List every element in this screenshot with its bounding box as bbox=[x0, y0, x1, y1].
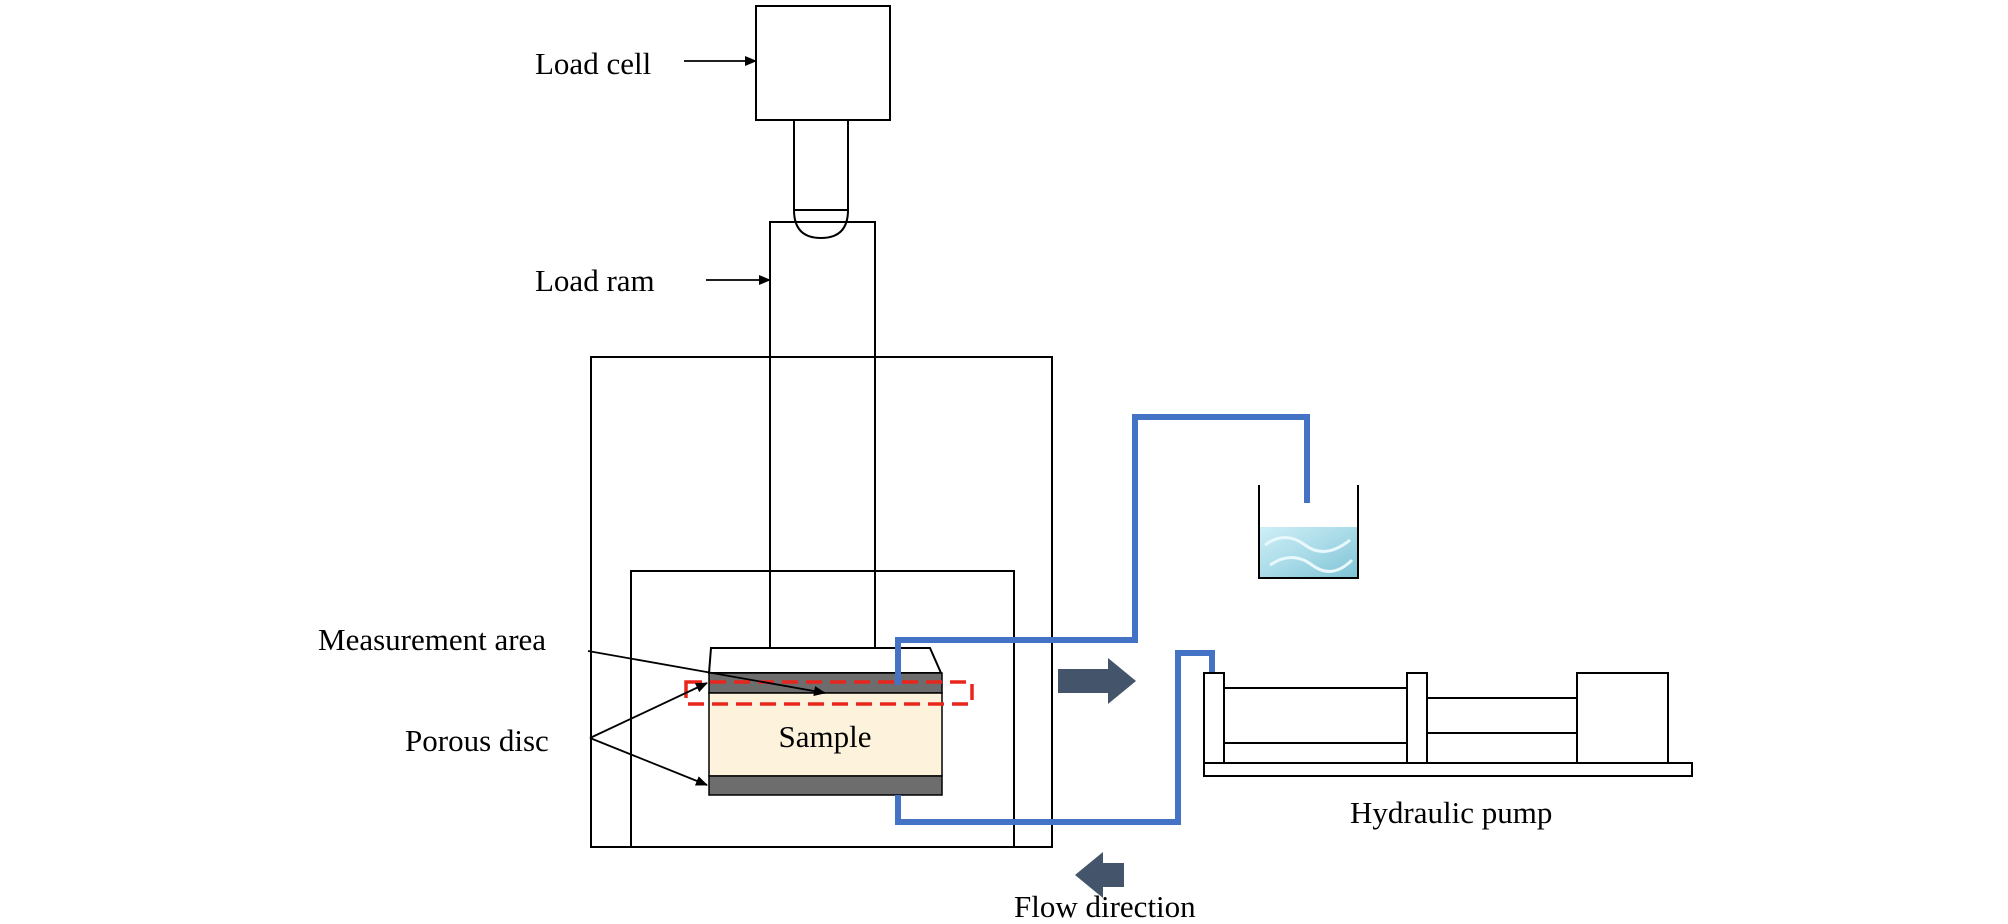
pump-end-plate bbox=[1203, 672, 1225, 764]
water-wave-2 bbox=[1269, 556, 1354, 573]
inner-cell bbox=[630, 570, 1015, 848]
sample-body bbox=[708, 692, 943, 777]
lower-porous-disc bbox=[708, 775, 943, 796]
porous-disc-leader-lower bbox=[589, 737, 708, 786]
porous-disc-label: Porous disc bbox=[405, 723, 549, 758]
reservoir-container bbox=[1258, 485, 1359, 579]
pump-base bbox=[1203, 762, 1693, 777]
measurement-area-leader bbox=[587, 650, 826, 697]
porous-disc-leader-upper bbox=[589, 682, 708, 739]
flow-arrow-left bbox=[1075, 852, 1124, 898]
hydraulic-pump-label: Hydraulic pump bbox=[1350, 795, 1552, 830]
sample-label: Sample bbox=[779, 719, 872, 754]
pump-cylinder bbox=[1223, 687, 1408, 744]
flow-arrow-right bbox=[1058, 658, 1136, 704]
load-cell-label: Load cell bbox=[535, 46, 651, 81]
measurement-area-label: Measurement area bbox=[318, 622, 546, 657]
top-cap bbox=[707, 647, 943, 674]
load-ram-label: Load ram bbox=[535, 263, 655, 298]
pump-piston-plate bbox=[1406, 672, 1428, 764]
load-cell-shaft bbox=[793, 119, 849, 211]
inlet-pipe bbox=[895, 650, 1215, 825]
reservoir-water bbox=[1260, 527, 1357, 577]
outlet-pipe bbox=[895, 414, 1310, 685]
load-cell-tip bbox=[792, 209, 850, 240]
load-cell-box bbox=[755, 5, 891, 121]
flow-direction-label: Flow direction bbox=[1014, 889, 1196, 924]
load-ram bbox=[769, 221, 876, 649]
pump-rod bbox=[1426, 697, 1578, 734]
water-wave-1 bbox=[1264, 536, 1351, 553]
pump-motor bbox=[1576, 672, 1669, 764]
